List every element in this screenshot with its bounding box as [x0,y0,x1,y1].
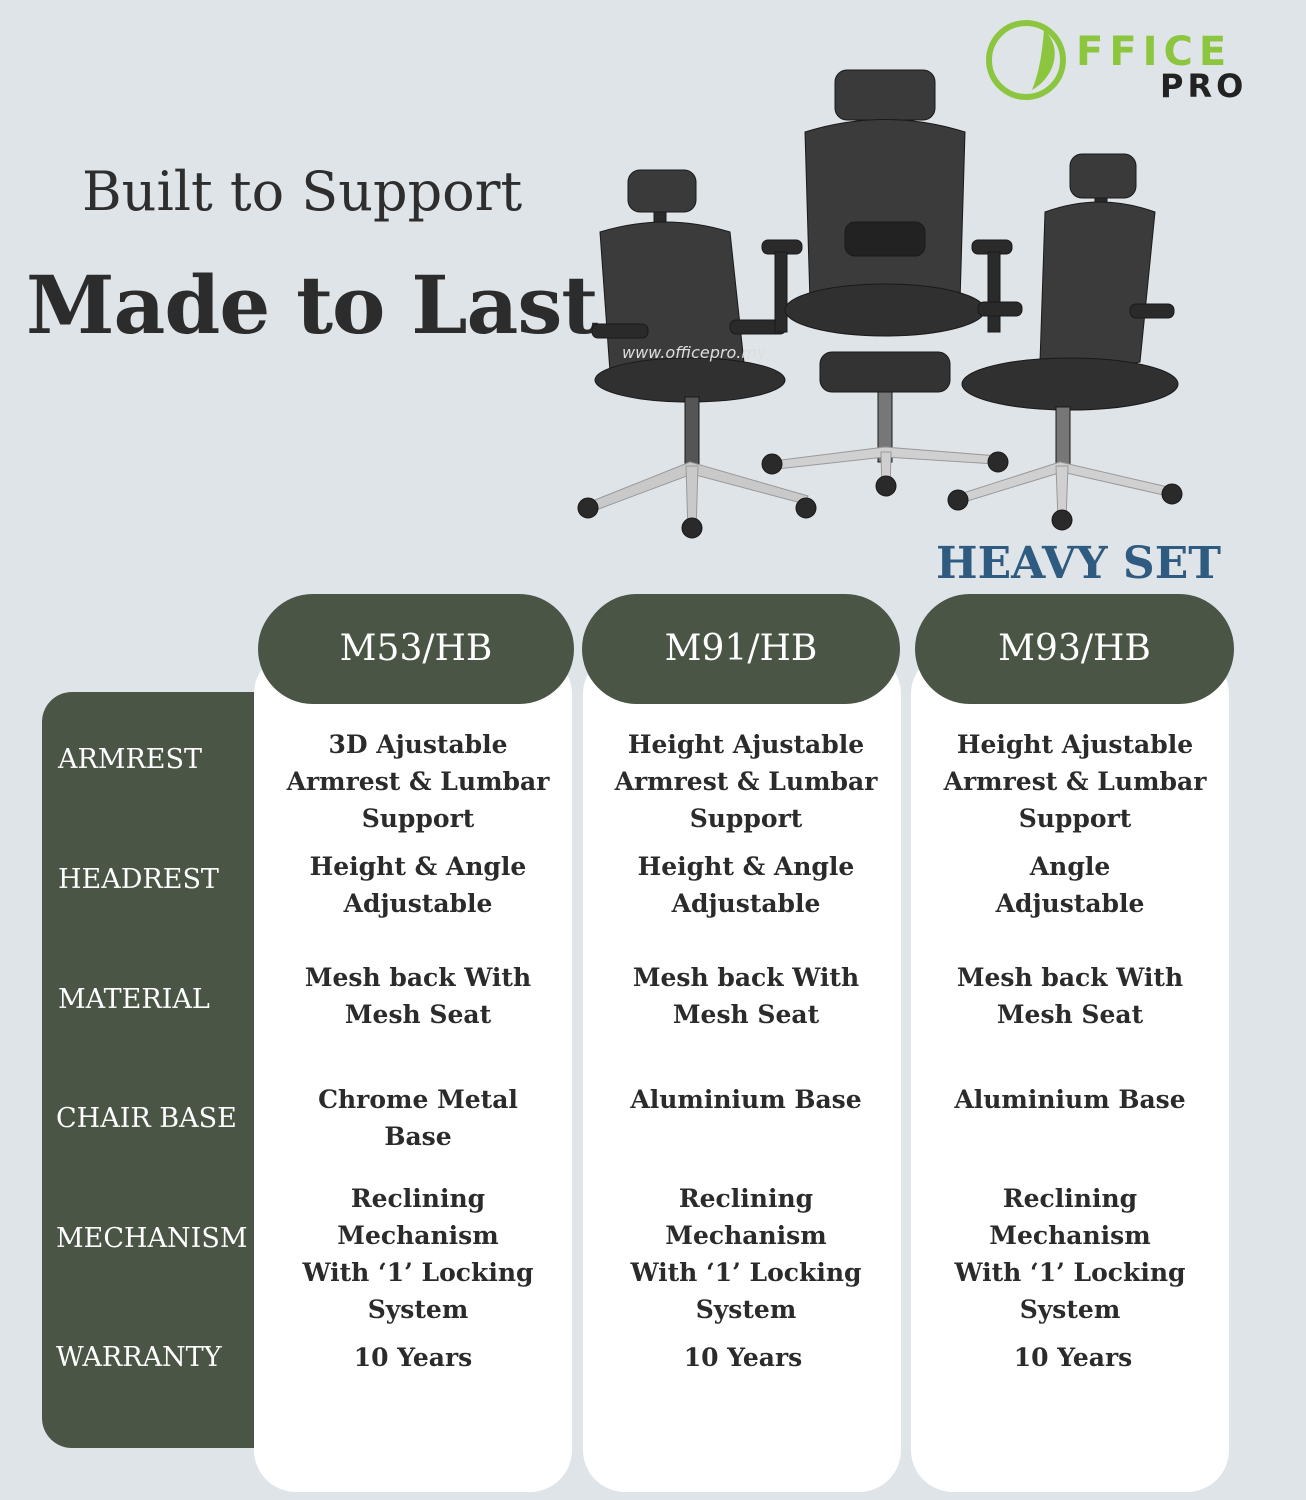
cell-m91-armrest: Height Ajustable Armrest & Lumbar Suppor… [614,730,878,833]
model-header-m91: M91/HB [582,594,900,704]
cell-m93-headrest: Angle Adjustable [995,852,1145,918]
cell-m91-mechanism: Reclining Mechanism With ‘1’ Locking Sys… [630,1184,862,1324]
cell-m91-material: Mesh back With Mesh Seat [632,963,860,1029]
officepro-logo: FFICE PRO [984,18,1274,103]
cell-m53-material: Mesh back With Mesh Seat [304,963,532,1029]
row-label-mechanism: MECHANISM [56,1223,248,1254]
leaf-ring-icon [986,20,1066,100]
chair-m93-illustration [947,153,1183,531]
cell-m93-chair-base: Aluminium Base [954,1085,1186,1114]
model-column-m93 [911,652,1229,1492]
row-label-headrest: HEADREST [58,864,219,895]
row-label-material: MATERIAL [58,984,210,1015]
cell-m91-warranty: 10 Years [683,1343,803,1372]
model-header-m53: M53/HB [258,594,574,704]
row-label-warranty: WARRANTY [56,1342,222,1373]
headline-subtitle: Built to Support [82,160,523,223]
model-column-m91 [583,652,901,1492]
cell-m53-mechanism: Reclining Mechanism With ‘1’ Locking Sys… [302,1184,534,1324]
image-watermark: www.officepro.my [622,343,767,362]
cell-m53-warranty: 10 Years [353,1343,473,1372]
model-header-m93: M93/HB [915,594,1234,704]
cell-m93-armrest: Height Ajustable Armrest & Lumbar Suppor… [943,730,1207,833]
cell-m93-warranty: 10 Years [1013,1343,1133,1372]
cell-m91-chair-base: Aluminium Base [630,1085,862,1114]
logo-wordmark: FFICE [1076,29,1233,75]
row-label-armrest: ARMREST [58,744,203,775]
cell-m91-headrest: Height & Angle Adjustable [637,852,855,918]
row-label-chair-base: CHAIR BASE [56,1103,237,1134]
logo-subtext: PRO [1160,67,1248,105]
cell-m53-chair-base: Chrome Metal Base [318,1085,518,1151]
set-title: HEAVY SET [936,538,1221,589]
row-label-panel: ARMREST HEADREST MATERIAL CHAIR BASE MEC… [42,692,267,1448]
chair-m91-illustration [761,69,1013,497]
office-chairs-image: www.officepro.my [577,69,1183,539]
cell-m93-material: Mesh back With Mesh Seat [956,963,1184,1029]
cell-m53-headrest: Height & Angle Adjustable [309,852,527,918]
headline-title: Made to Last [26,258,598,352]
cell-m93-mechanism: Reclining Mechanism With ‘1’ Locking Sys… [954,1184,1186,1324]
chair-m53-illustration [577,169,817,539]
cell-m53-armrest: 3D Ajustable Armrest & Lumbar Support [286,730,550,833]
model-column-m53 [254,652,572,1492]
